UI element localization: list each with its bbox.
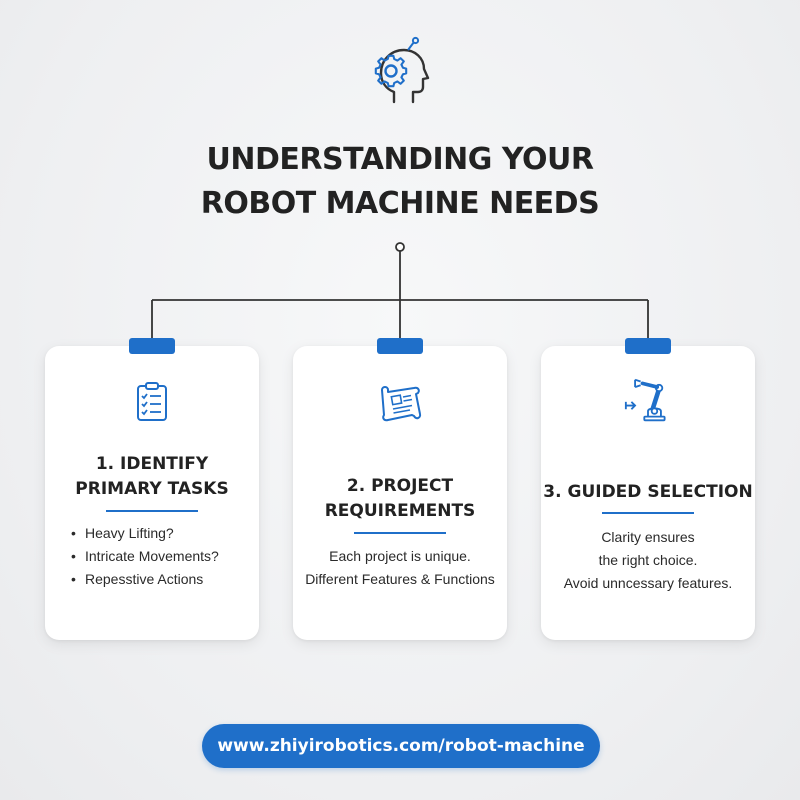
task-bullet-list: Heavy Lifting? Intricate Movements? Repe… <box>71 522 219 591</box>
card-title-line-2: REQUIREMENTS <box>324 501 476 521</box>
gear-head-icon <box>374 36 430 104</box>
card-title: 2. PROJECT REQUIREMENTS <box>293 474 507 524</box>
card-tab <box>377 338 423 354</box>
card-project-requirements: 2. PROJECT REQUIREMENTS Each project is … <box>293 338 507 640</box>
card-body-line: Clarity ensures <box>601 529 695 545</box>
card-title-line-1: 3. GUIDED SELECTION <box>543 482 753 502</box>
bullet-item: Heavy Lifting? <box>71 522 219 545</box>
card-divider <box>354 532 446 534</box>
card-guided-selection: 3. GUIDED SELECTION Clarity ensures the … <box>541 338 755 640</box>
card-title: 1. IDENTIFY PRIMARY TASKS <box>45 452 259 502</box>
card-body-line: Avoid unncessary features. <box>563 575 733 591</box>
blueprint-scroll-icon <box>381 386 422 422</box>
card-body-line: Different Features & Functions <box>305 571 495 587</box>
card-body-line: the right choice. <box>598 552 698 568</box>
card-title-line-1: 1. IDENTIFY <box>95 454 209 474</box>
page-title: UNDERSTANDING YOUR ROBOT MACHINE NEEDS <box>0 138 800 226</box>
connector-node <box>395 242 405 252</box>
card-title-line-2: PRIMARY TASKS <box>75 479 229 499</box>
card-title-line-1: 2. PROJECT <box>346 476 454 496</box>
title-line-1: UNDERSTANDING YOUR <box>206 142 594 177</box>
card-tab <box>129 338 175 354</box>
card-identify-tasks: 1. IDENTIFY PRIMARY TASKS Heavy Lifting?… <box>45 338 259 640</box>
card-body-line: Each project is unique. <box>329 548 471 564</box>
checklist-clipboard-icon <box>137 382 167 421</box>
bullet-item: Intricate Movements? <box>71 545 219 568</box>
card-divider <box>106 510 198 512</box>
card-description: Each project is unique. Different Featur… <box>293 545 507 591</box>
card-title: 3. GUIDED SELECTION <box>541 480 755 505</box>
bullet-item: Repesstive Actions <box>71 568 219 591</box>
title-line-2: ROBOT MACHINE NEEDS <box>200 186 600 221</box>
card-description: Clarity ensures the right choice. Avoid … <box>541 526 755 595</box>
card-divider <box>602 512 694 514</box>
card-tab <box>625 338 671 354</box>
website-link-button[interactable]: www.zhiyirobotics.com/robot-machine <box>202 724 600 768</box>
robot-arm-icon <box>624 378 666 422</box>
